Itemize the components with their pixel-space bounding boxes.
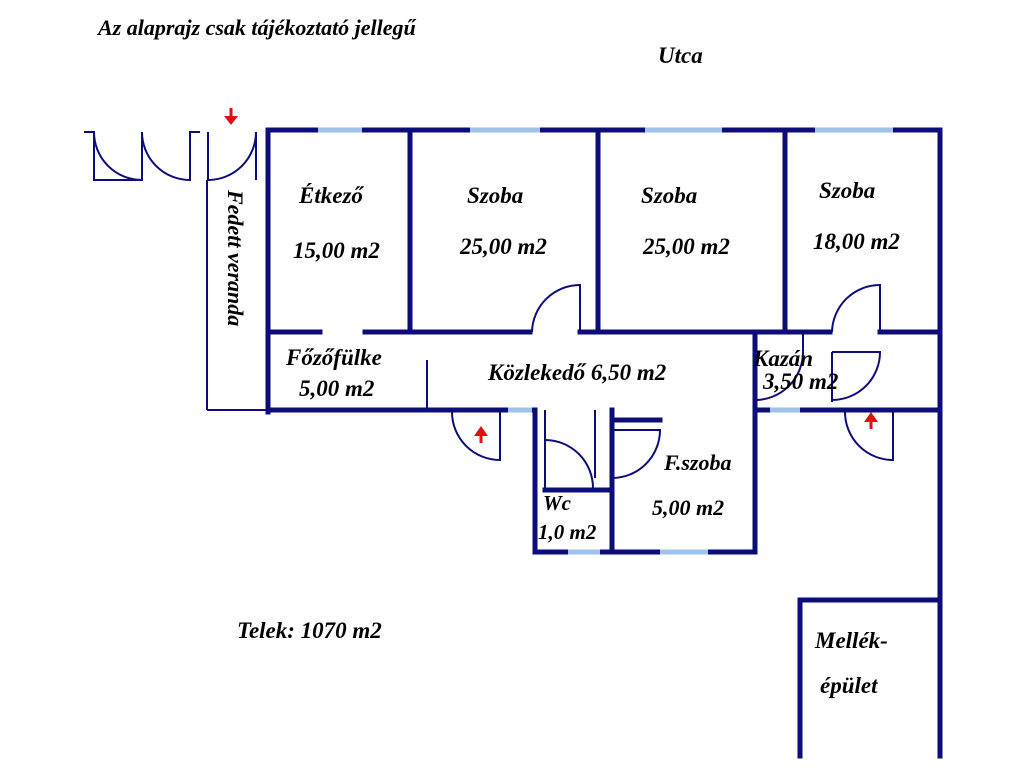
windows — [318, 127, 893, 555]
plot-area: Telek: 1070 m2 — [237, 618, 382, 643]
room-area-fszoba: 5,00 m2 — [652, 495, 724, 520]
doors — [451, 283, 894, 490]
veranda-label: Fedett veranda — [223, 189, 248, 326]
room-name-fozofulke: Főzőfülke — [285, 345, 382, 370]
plan-note: Az alaprajz csak tájékoztató jellegű — [96, 15, 417, 40]
room-area-szoba-3: 18,00 m2 — [813, 229, 900, 254]
gate-arcs — [84, 131, 257, 182]
room-name-szoba-3: Szoba — [819, 178, 875, 203]
room-name-fszoba: F.szoba — [663, 450, 731, 475]
interior-walls — [265, 127, 943, 759]
room-name-kazan: Kazán — [752, 346, 813, 371]
room-name-wc: Wc — [543, 491, 572, 515]
room-area-szoba-2: 25,00 m2 — [642, 234, 730, 259]
room-name-etkezo: Étkező — [298, 183, 364, 208]
arrow-down-icon — [224, 108, 238, 125]
arrow-up-icon — [474, 426, 488, 443]
room-name-szoba-2: Szoba — [641, 183, 697, 208]
exterior-walls — [265, 127, 943, 759]
room-area-etkezo: 15,00 m2 — [293, 238, 380, 263]
room-area-wc: 1,0 m2 — [538, 520, 597, 544]
entrance-arrows — [224, 108, 878, 443]
arrow-up-icon — [864, 412, 878, 429]
street-label: Utca — [658, 43, 703, 68]
room-area-kazan: 3,50 m2 — [762, 369, 838, 394]
room-name-szoba-1: Szoba — [467, 183, 523, 208]
room-kozlekedo: Közlekedő 6,50 m2 — [487, 360, 666, 385]
outbuilding-label-2: épület — [820, 673, 878, 698]
veranda-outline — [206, 180, 270, 411]
room-area-szoba-1: 25,00 m2 — [459, 234, 547, 259]
outbuilding-label-1: Mellék- — [814, 628, 888, 653]
room-area-fozofulke: 5,00 m2 — [299, 376, 374, 401]
